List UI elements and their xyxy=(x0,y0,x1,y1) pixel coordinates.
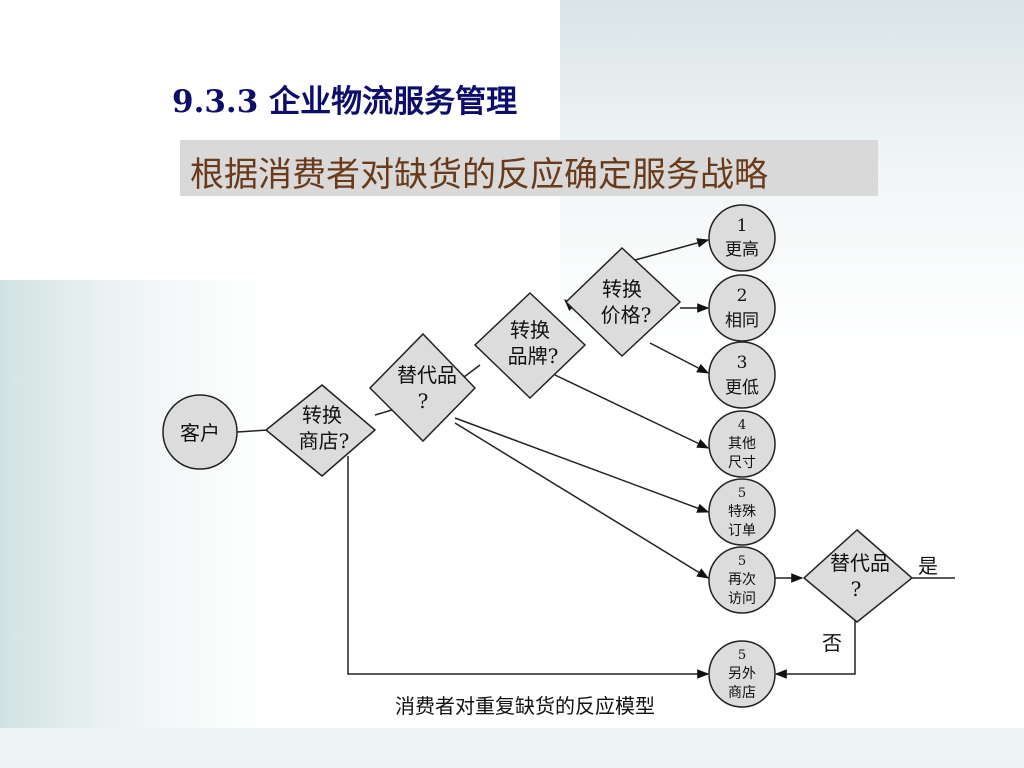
slide-heading: 9.3.3 企业物流服务管理 xyxy=(172,84,518,120)
node-same: 2 相同 xyxy=(708,274,776,342)
svg-text:5: 5 xyxy=(738,648,746,663)
svg-text:再次: 再次 xyxy=(728,572,756,588)
edge-customer-switch-store xyxy=(236,429,269,433)
label-yes: 是 xyxy=(918,554,938,578)
edge-store-other-store xyxy=(347,456,710,679)
left-decoration xyxy=(0,280,330,768)
svg-text:其他: 其他 xyxy=(728,436,756,452)
svg-text:尺寸: 尺寸 xyxy=(728,455,756,471)
svg-text:替代品: 替代品 xyxy=(830,551,890,575)
svg-text:客户: 客户 xyxy=(180,421,220,445)
node-substitute-2: 替代品 ? xyxy=(802,528,914,623)
svg-text:?: ? xyxy=(418,389,429,413)
svg-text:另外: 另外 xyxy=(728,666,756,682)
edge-substitute-special-order xyxy=(454,417,710,513)
edge-substitute-revisit xyxy=(454,422,710,579)
svg-text:2: 2 xyxy=(737,286,748,306)
svg-text:特殊: 特殊 xyxy=(728,504,756,520)
node-special-order: 5 特殊 订单 xyxy=(708,478,776,546)
svg-text:5: 5 xyxy=(738,486,746,501)
svg-text:相同: 相同 xyxy=(725,311,759,331)
svg-text:更高: 更高 xyxy=(725,240,759,260)
svg-text:商店: 商店 xyxy=(728,685,756,701)
svg-text:?: ? xyxy=(851,577,862,601)
node-switch-brand: 转换 品牌? xyxy=(473,291,587,400)
edge-price-higher xyxy=(627,238,710,263)
connectors xyxy=(236,238,955,679)
bottom-binary-strip xyxy=(0,728,1024,768)
edge-price-lower xyxy=(649,342,710,374)
subtitle-box xyxy=(180,140,878,196)
svg-text:品牌?: 品牌? xyxy=(508,344,559,368)
svg-text:4: 4 xyxy=(738,418,746,433)
svg-text:3: 3 xyxy=(737,353,748,373)
svg-text:转换: 转换 xyxy=(302,403,342,427)
node-higher: 1 更高 xyxy=(708,204,776,272)
edge-brand-other-size xyxy=(554,374,710,449)
svg-text:价格?: 价格? xyxy=(601,303,652,327)
svg-text:访问: 访问 xyxy=(728,591,756,607)
label-no: 否 xyxy=(822,631,842,655)
svg-text:5: 5 xyxy=(738,554,746,569)
node-lower: 3 更低 xyxy=(708,341,776,409)
node-customer: 客户 xyxy=(162,394,238,470)
svg-text:订单: 订单 xyxy=(728,523,756,539)
node-other-store: 5 另外 商店 xyxy=(708,640,776,708)
svg-text:更低: 更低 xyxy=(725,378,759,398)
subtitle: 根据消费者对缺货的反应确定服务战略 xyxy=(190,155,768,195)
svg-text:转换: 转换 xyxy=(510,318,550,342)
edge-switch-store-substitute xyxy=(374,409,393,416)
svg-text:替代品: 替代品 xyxy=(397,363,457,387)
edge-no xyxy=(774,620,856,679)
diagram-caption: 消费者对重复缺货的反应模型 xyxy=(395,694,655,718)
svg-text:1: 1 xyxy=(737,216,748,236)
node-substitute: 替代品 ? xyxy=(368,332,477,443)
node-revisit: 5 再次 访问 xyxy=(708,546,776,614)
top-right-decoration xyxy=(560,0,1024,430)
node-other-size: 4 其他 尺寸 xyxy=(708,410,776,478)
node-switch-store: 转换 商店? xyxy=(264,384,377,477)
svg-text:转换: 转换 xyxy=(602,277,642,301)
svg-text:商店?: 商店? xyxy=(299,429,350,453)
node-switch-price: 转换 价格? xyxy=(564,246,682,358)
